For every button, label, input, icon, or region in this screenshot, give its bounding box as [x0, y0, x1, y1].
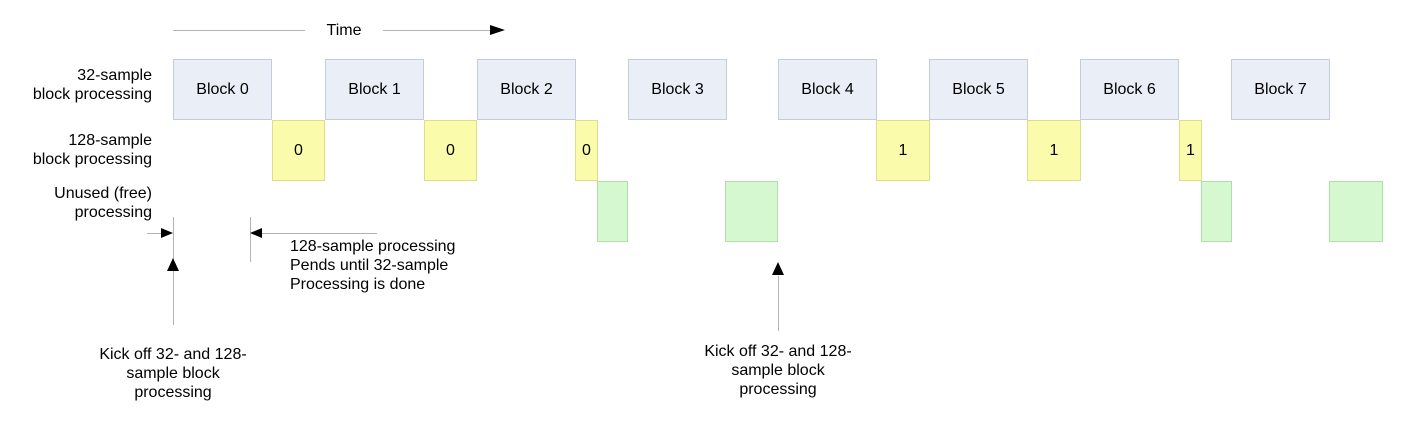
block-7-label: Block 7 — [1254, 80, 1307, 98]
pend-note: 128-sample processing Pends until 32-sam… — [290, 237, 455, 294]
block-6: Block 6 — [1080, 59, 1179, 120]
dimension-arrow-left-shaft — [262, 233, 377, 234]
pend-slice-2-label: 0 — [446, 141, 455, 159]
block-5: Block 5 — [929, 59, 1028, 120]
dimension-arrow-right-shaft — [147, 233, 162, 234]
pend-slice-5: 1 — [1027, 120, 1081, 181]
block-1: Block 1 — [325, 59, 424, 120]
block-1-label: Block 1 — [348, 80, 401, 98]
kickoff-2-arrow-shaft — [778, 276, 779, 331]
time-axis-label: Time — [305, 21, 383, 40]
block-4-label: Block 4 — [801, 80, 854, 98]
pend-note-line3: Processing is done — [290, 276, 426, 293]
pend-note-line2: Pends until 32-sample — [290, 257, 449, 274]
pend-note-line1: 128-sample processing — [290, 238, 456, 255]
block-2-label: Block 2 — [500, 80, 553, 98]
kickoff-note-2: Kick off 32- and 128- sample block proce… — [678, 342, 878, 399]
free-slice-2 — [725, 181, 778, 242]
pend-slice-2: 0 — [424, 120, 477, 181]
kickoff-note-1-line2: sample block — [126, 365, 220, 382]
row-label-unused-free: Unused (free) processing — [0, 184, 152, 222]
block-0-label: Block 0 — [196, 80, 249, 98]
dimension-arrow-left-icon — [250, 228, 262, 238]
dimension-arrow-right-icon — [161, 228, 173, 238]
pend-slice-6: 1 — [1179, 120, 1202, 181]
block-5-label: Block 5 — [952, 80, 1005, 98]
kickoff-note-2-line1: Kick off 32- and 128- — [704, 343, 852, 360]
block-4: Block 4 — [778, 59, 877, 120]
free-slice-3 — [1201, 181, 1232, 242]
kickoff-note-1: Kick off 32- and 128- sample block proce… — [73, 345, 273, 402]
kickoff-note-1-line1: Kick off 32- and 128- — [99, 346, 247, 363]
pend-slice-5-label: 1 — [1049, 141, 1059, 159]
block-6-label: Block 6 — [1103, 80, 1156, 98]
free-slice-1 — [597, 181, 628, 242]
block-2: Block 2 — [477, 59, 576, 120]
row-label-32-sample-line1: 32-sample — [77, 67, 152, 84]
block-3: Block 3 — [628, 59, 727, 120]
pend-slice-1: 0 — [272, 120, 325, 181]
pend-extension-line — [250, 217, 251, 262]
free-slice-4 — [1329, 181, 1383, 242]
row-label-128-sample: 128-sample block processing — [0, 131, 152, 169]
pend-slice-3: 0 — [575, 120, 598, 181]
row-label-unused-free-line1: Unused (free) — [54, 185, 152, 202]
kickoff-note-2-line2: sample block — [731, 362, 825, 379]
pend-slice-1-label: 0 — [294, 141, 303, 159]
row-label-128-sample-line2: block processing — [32, 151, 152, 168]
kickoff-1-extension-line — [173, 217, 174, 325]
block-0: Block 0 — [173, 59, 272, 120]
row-label-32-sample: 32-sample block processing — [0, 66, 152, 104]
pend-slice-4: 1 — [876, 120, 930, 181]
kickoff-1-up-arrow-icon — [167, 258, 179, 271]
pend-slice-4-label: 1 — [898, 141, 908, 159]
kickoff-note-1-line3: processing — [134, 384, 212, 401]
row-label-32-sample-line2: block processing — [32, 86, 152, 103]
kickoff-note-2-line3: processing — [739, 381, 817, 398]
block-3-label: Block 3 — [651, 80, 704, 98]
kickoff-2-up-arrow-icon — [772, 262, 784, 275]
pend-slice-3-label: 0 — [582, 141, 591, 159]
block-7: Block 7 — [1231, 59, 1330, 120]
row-label-128-sample-line1: 128-sample — [68, 132, 152, 149]
time-axis-arrowhead-icon — [490, 25, 505, 35]
row-label-unused-free-line2: processing — [74, 204, 152, 221]
pend-slice-6-label: 1 — [1186, 141, 1195, 159]
